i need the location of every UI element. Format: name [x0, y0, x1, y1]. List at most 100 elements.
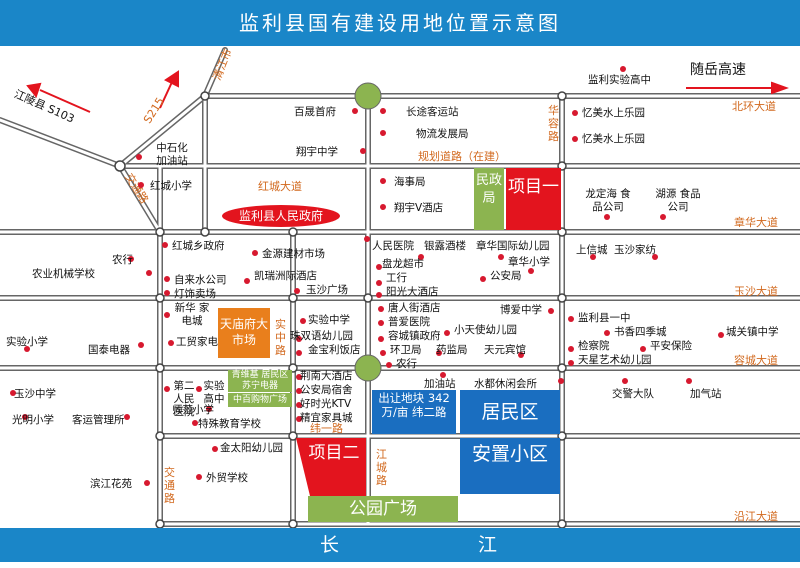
poi-dot [164, 290, 170, 296]
poi: 翔宇中学 [296, 146, 338, 158]
node [557, 431, 567, 441]
poi-dot [548, 308, 554, 314]
poi: 外贸学校 [206, 472, 248, 484]
poi-dot [244, 278, 250, 284]
poi-dot [440, 372, 446, 378]
poi: 第二 人民医院 [173, 380, 195, 418]
poi-dot [136, 154, 142, 160]
poi-dot [364, 236, 370, 242]
block-minzheng: 民政局 [474, 168, 504, 230]
poi-dot [378, 320, 384, 326]
node [155, 293, 165, 303]
block-tianmiao: 天庙府大市场 [218, 308, 270, 358]
poi-dot [164, 276, 170, 282]
poi: 书香四季城 [614, 326, 667, 338]
poi-dot [558, 378, 564, 384]
poi-dot [296, 402, 302, 408]
label-hongcheng: 红城大道 [258, 180, 302, 193]
node [557, 91, 567, 101]
label-beihuan: 北环大道 [732, 100, 776, 113]
poi: 光明小学 [12, 414, 54, 426]
poi-dot [192, 420, 198, 426]
poi: 水都休闲会所 [474, 378, 537, 390]
label-weiyi: 纬一路 [310, 422, 343, 435]
poi: 实验中学 [308, 314, 350, 326]
node [288, 431, 298, 441]
poi-dot [380, 130, 386, 136]
poi-dot [296, 336, 302, 342]
poi-dot [296, 350, 302, 356]
poi: 监利实验高中 [588, 74, 651, 86]
poi: 滨江花苑 [90, 478, 132, 490]
poi-dot [378, 306, 384, 312]
poi-dot [296, 416, 302, 422]
poi: 金太阳幼儿园 [220, 442, 283, 454]
poi: 精宜家具城 [300, 412, 353, 424]
poi-dot [162, 242, 168, 248]
poi: 公安局宿舍 [300, 384, 353, 396]
poi-dot [24, 346, 30, 352]
poi: 平安保险 [650, 340, 692, 352]
poi-dot [652, 254, 658, 260]
label-yusha: 玉沙大道 [734, 285, 778, 298]
poi-dot [138, 342, 144, 348]
poi-dot [640, 346, 646, 352]
poi: 农行 [112, 254, 133, 266]
block-park: 公园广场 [308, 496, 458, 522]
poi: 天元宾馆 [484, 344, 526, 356]
poi-dot [206, 406, 212, 412]
poi: 人民医院 [372, 240, 414, 252]
poi: 海事局 [394, 176, 426, 188]
poi-dot [380, 108, 386, 114]
poi-dot [418, 254, 424, 260]
poi: 红城乡政府 [172, 240, 225, 252]
node [155, 227, 165, 237]
poi: 章华国际幼儿园 [476, 240, 550, 252]
poi: 章华小学 [508, 256, 550, 268]
poi: 特殊教育学校 [198, 418, 261, 430]
poi: 湖源 食品公司 [655, 188, 701, 213]
poi: 物流发展局 [416, 128, 469, 140]
poi-dot [604, 214, 610, 220]
poi-dot [568, 360, 574, 366]
block-zhongbai: 中百购物广场 [228, 393, 292, 407]
poi-dot [380, 350, 386, 356]
poi-dot [168, 340, 174, 346]
label-guihua: 规划道路（在建） [418, 150, 506, 163]
node [200, 227, 210, 237]
label-zhanghua: 章华大道 [734, 216, 778, 229]
title-banner [0, 0, 800, 46]
poi: 荆南大酒店 [300, 370, 353, 382]
poi-dot [296, 388, 302, 394]
node [114, 160, 126, 172]
poi: 公安局 [490, 270, 522, 282]
poi-dot [212, 446, 218, 452]
poi-dot [376, 264, 382, 270]
poi: 自来水公司 [174, 274, 227, 286]
poi-dot [498, 254, 504, 260]
block-project1: 项目一 [506, 168, 561, 230]
poi: 盘龙超市 [382, 258, 424, 270]
poi: 新华 家电城 [174, 302, 210, 327]
poi-dot [568, 346, 574, 352]
poi: 珠双语幼儿园 [290, 330, 353, 342]
poi-dot [252, 250, 258, 256]
poi-dot [352, 108, 358, 114]
arrow-jiangling [39, 89, 91, 113]
node [288, 519, 298, 528]
poi: 农业机械学校 [32, 268, 95, 280]
poi: 红城小学 [150, 180, 192, 192]
node [155, 519, 165, 528]
node [155, 363, 165, 373]
poi-dot [590, 254, 596, 260]
poi: 好时光KTV [300, 398, 352, 410]
node [155, 431, 165, 441]
block-project2: 项目二 [308, 443, 360, 463]
poi: 金源建材市场 [262, 248, 325, 260]
poi-dot [22, 414, 28, 420]
poi-dot [164, 386, 170, 392]
poi: 天星艺术幼儿园 [578, 354, 652, 366]
poi: 加气站 [690, 388, 722, 400]
node [363, 293, 373, 303]
poi-dot [164, 312, 170, 318]
